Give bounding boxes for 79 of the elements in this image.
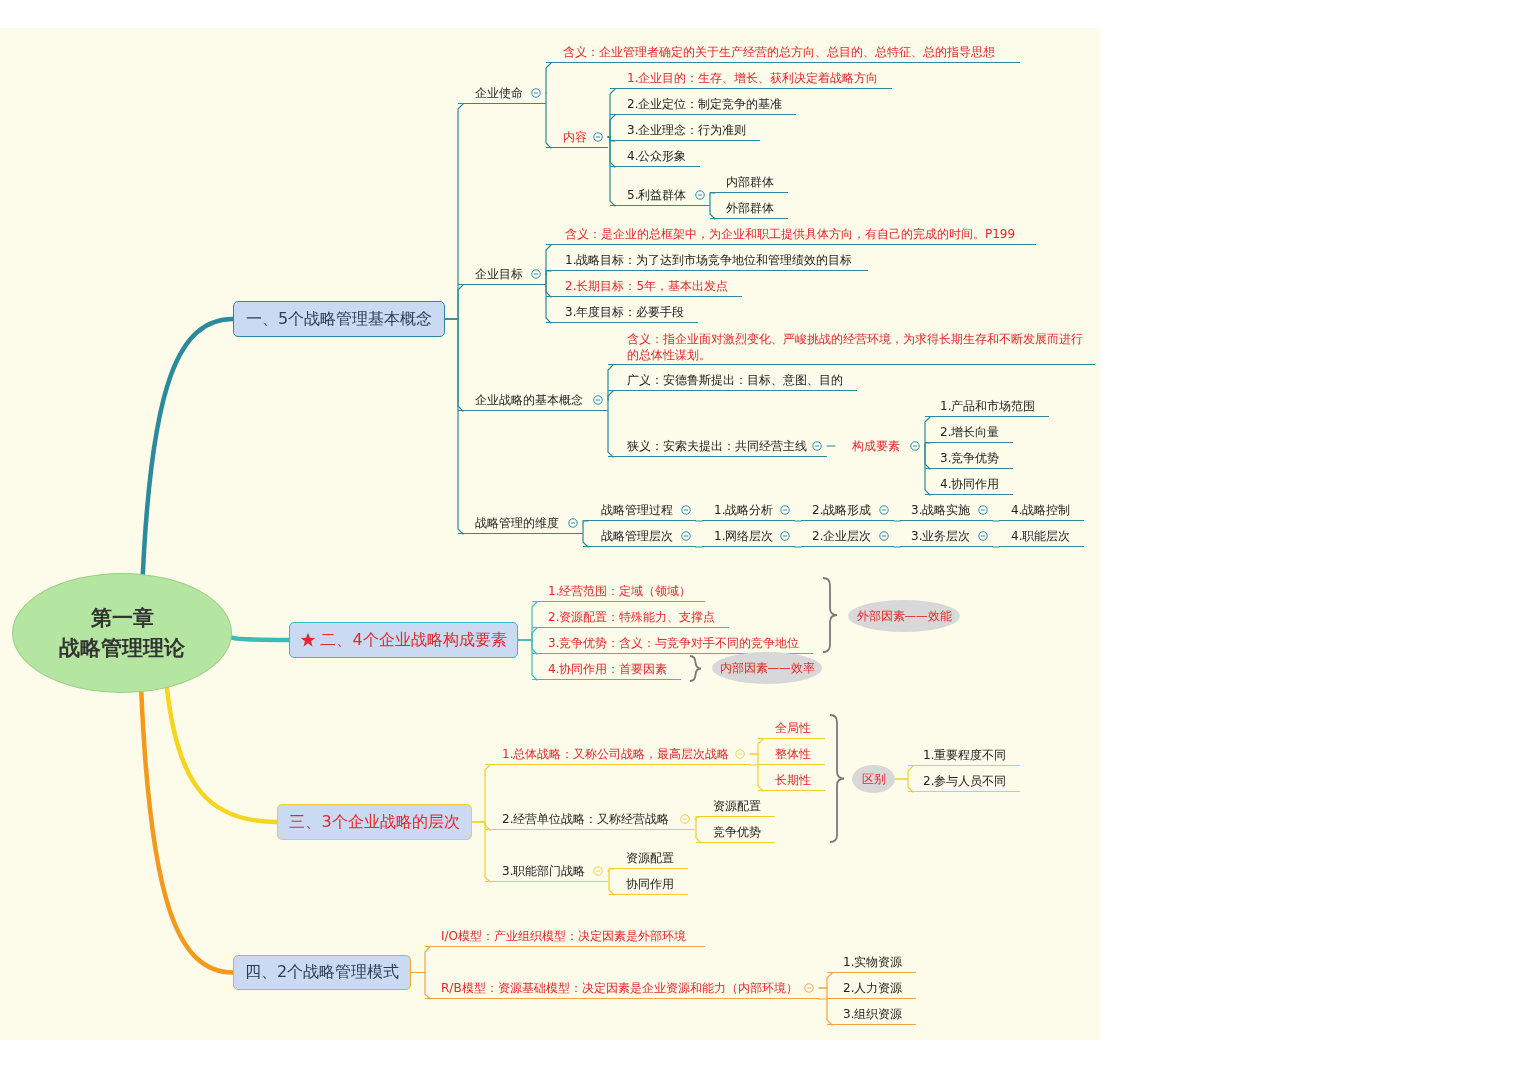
- branch-line: [582, 520, 589, 524]
- branch-line: [545, 92, 552, 149]
- topic-label: 4.公众形象: [610, 146, 701, 167]
- branch-line: [893, 546, 901, 548]
- branch-line: [818, 998, 828, 1000]
- topic-label: 协同作用: [609, 874, 688, 895]
- topic-label: 外部群体: [710, 198, 788, 219]
- branch-line: [582, 522, 589, 548]
- branch-line: [826, 445, 836, 447]
- branch-line: [517, 639, 538, 681]
- topic-label: 2.参与人员不同: [908, 771, 1021, 792]
- branch-line: [694, 816, 702, 820]
- topic-label: 构成要素: [835, 436, 925, 457]
- branch-line: [607, 868, 615, 872]
- main-topic-box: [289, 622, 518, 658]
- topic-label: 2.企业定位：制定竞争的基准: [610, 94, 797, 115]
- topic-label: 资源配置: [696, 796, 775, 817]
- main-topic-box: 一、5个战略管理基本概念: [233, 301, 445, 337]
- topic-label: I/O模型：产业组织模型：决定因素是外部环境: [425, 926, 705, 947]
- topic-label: 整体性: [758, 744, 825, 765]
- branch-line: [444, 318, 464, 535]
- topic-label: 1.产品和市场范围: [925, 396, 1050, 417]
- branch-line: [709, 194, 716, 220]
- topic-label: 含义：是企业的总框架中，为企业和职工提供具体方向，有自己的完成的时间。P199: [546, 224, 1036, 245]
- branch-line: [695, 520, 703, 522]
- branch-line: [607, 136, 616, 207]
- topic-label: 4.协同作用: [925, 474, 1014, 495]
- topic-label: 4.协同作用：首要因素: [532, 659, 682, 680]
- topic-label: 长期性: [758, 770, 825, 791]
- topic-label: 内部群体: [710, 172, 788, 193]
- topic-label: 2.增长向量: [925, 422, 1014, 443]
- topic-label: 全局性: [758, 718, 825, 739]
- main-topic-box: 四、2个战略管理模式: [233, 955, 411, 990]
- topic-label: 3.组织资源: [827, 1004, 917, 1025]
- branch-line: [607, 390, 614, 401]
- topic-label: 4.职能层次: [999, 526, 1085, 547]
- branch-line: [924, 445, 931, 496]
- branch-line: [607, 114, 616, 138]
- topic-title: 战略管理理论: [59, 635, 185, 662]
- branch-line: [410, 971, 431, 1000]
- branch-line: [924, 442, 931, 447]
- branch-line: [893, 520, 901, 522]
- branch-line: [695, 546, 703, 548]
- branch-line: [818, 987, 833, 1026]
- branch-line: [749, 764, 759, 766]
- branch-line: [794, 520, 802, 522]
- branch-line: [992, 546, 1000, 548]
- topic-label: 广义：安德鲁斯提出：目标、意图、目的: [608, 370, 857, 391]
- topic-label: 1.重要程度不同: [908, 745, 1021, 766]
- topic-label: 含义：指企业面对激烈变化、严峻挑战的经营环境，为求得长期生存和不断发展而进行的总体性谋划。: [608, 331, 1095, 365]
- topic-label: 1.企业目的：生存、增长、获利决定着战略方向: [610, 68, 893, 89]
- topic-heading: 第一章: [90, 605, 154, 632]
- branch-line: [894, 778, 914, 793]
- topic-title: 二、4个企业战略构成要素: [320, 629, 507, 651]
- topic-label: 2.资源配置：特殊能力、支撑点: [532, 607, 730, 628]
- topic-label: 竞争优势: [696, 822, 775, 843]
- branch-line: [794, 546, 802, 548]
- topic-label: 资源配置: [609, 848, 688, 869]
- branch-line: [749, 753, 764, 792]
- topic-label: 含义：企业管理者确定的关于生产经营的总方向、总目的、总特征、总的指导思想: [546, 42, 1020, 63]
- branch-line: [992, 520, 1000, 522]
- main-topic-box: 三、3个企业战略的层次: [277, 804, 472, 840]
- branch-line: [545, 270, 552, 275]
- topic-label: 2.长期目标：5年，基本出发点: [546, 276, 743, 297]
- topic-label: 3.年度目标：必要手段: [546, 302, 699, 323]
- topic-label: 1.经营范围：定域（领域）: [532, 581, 706, 602]
- branch-line: [545, 273, 552, 324]
- topic-label: 2.人力资源: [827, 978, 917, 999]
- branch-line: [471, 821, 491, 883]
- branch-line: [709, 192, 716, 196]
- branch-line: [607, 870, 615, 896]
- branch-line: [545, 62, 552, 94]
- topic-label: 1.战略目标：为了达到市场竞争地位和管理绩效的目标: [546, 250, 868, 271]
- branch-line: [607, 399, 614, 458]
- topic-label: 4.战略控制: [999, 500, 1085, 521]
- branch-line: [694, 818, 702, 844]
- topic-label: 1.实物资源: [827, 952, 917, 973]
- topic-label: 3.竞争优势: [925, 448, 1014, 469]
- topic-label: 3.企业理念：行为准则: [610, 120, 761, 141]
